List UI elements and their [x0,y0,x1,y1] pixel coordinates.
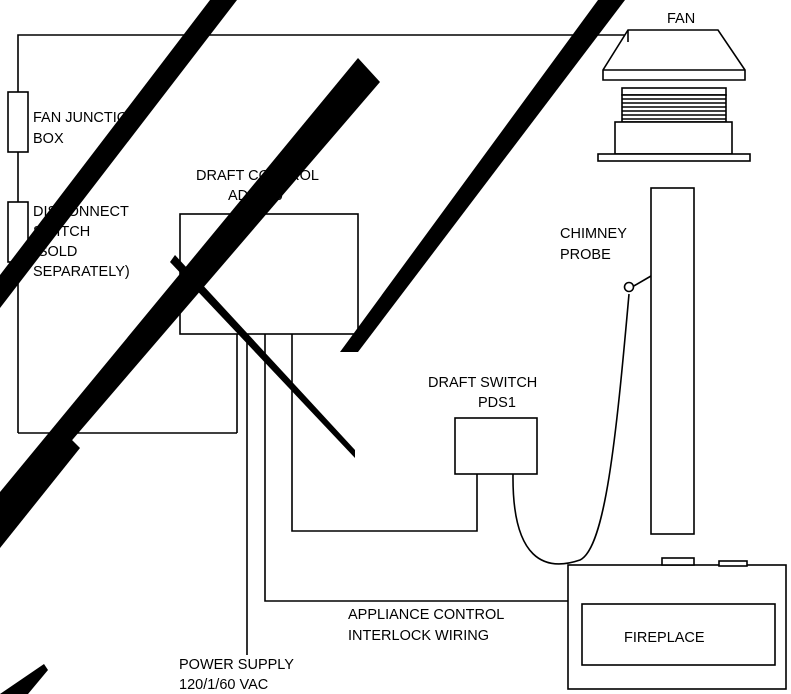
draft-switch-label: DRAFT SWITCH PDS1 [428,375,541,411]
watermark [0,0,380,694]
fan-junction-box-label: FAN JUNCTION BOX [33,110,143,147]
chimney [650,187,695,535]
power-supply-label: POWER SUPPLY 120/1/60 VAC [179,657,298,693]
draft-switch-wire [291,334,478,532]
sampling-tube [512,293,630,565]
interlock-wire [264,334,568,602]
chimney-probe-stem [631,275,652,288]
chimney-probe-label: CHIMNEY PROBE [560,226,631,263]
fan-unit [597,29,751,162]
disconnect-switch-label: DISCONNECT SWITCH (SOLD SEPARATELY) [33,204,133,280]
chimney-probe [623,281,635,293]
draft-control-label: DRAFT CONTROL ADC100 [196,168,322,204]
fan-junction-box [7,91,29,153]
fan-label: FAN [667,11,695,27]
watermark-stroke-right [340,0,625,352]
appliance-control-label: APPLIANCE CONTROL INTERLOCK WIRING [348,607,508,644]
fireplace-label: FIREPLACE [624,630,705,646]
fireplace-unit [567,557,787,690]
draft-switch-box [454,417,538,475]
